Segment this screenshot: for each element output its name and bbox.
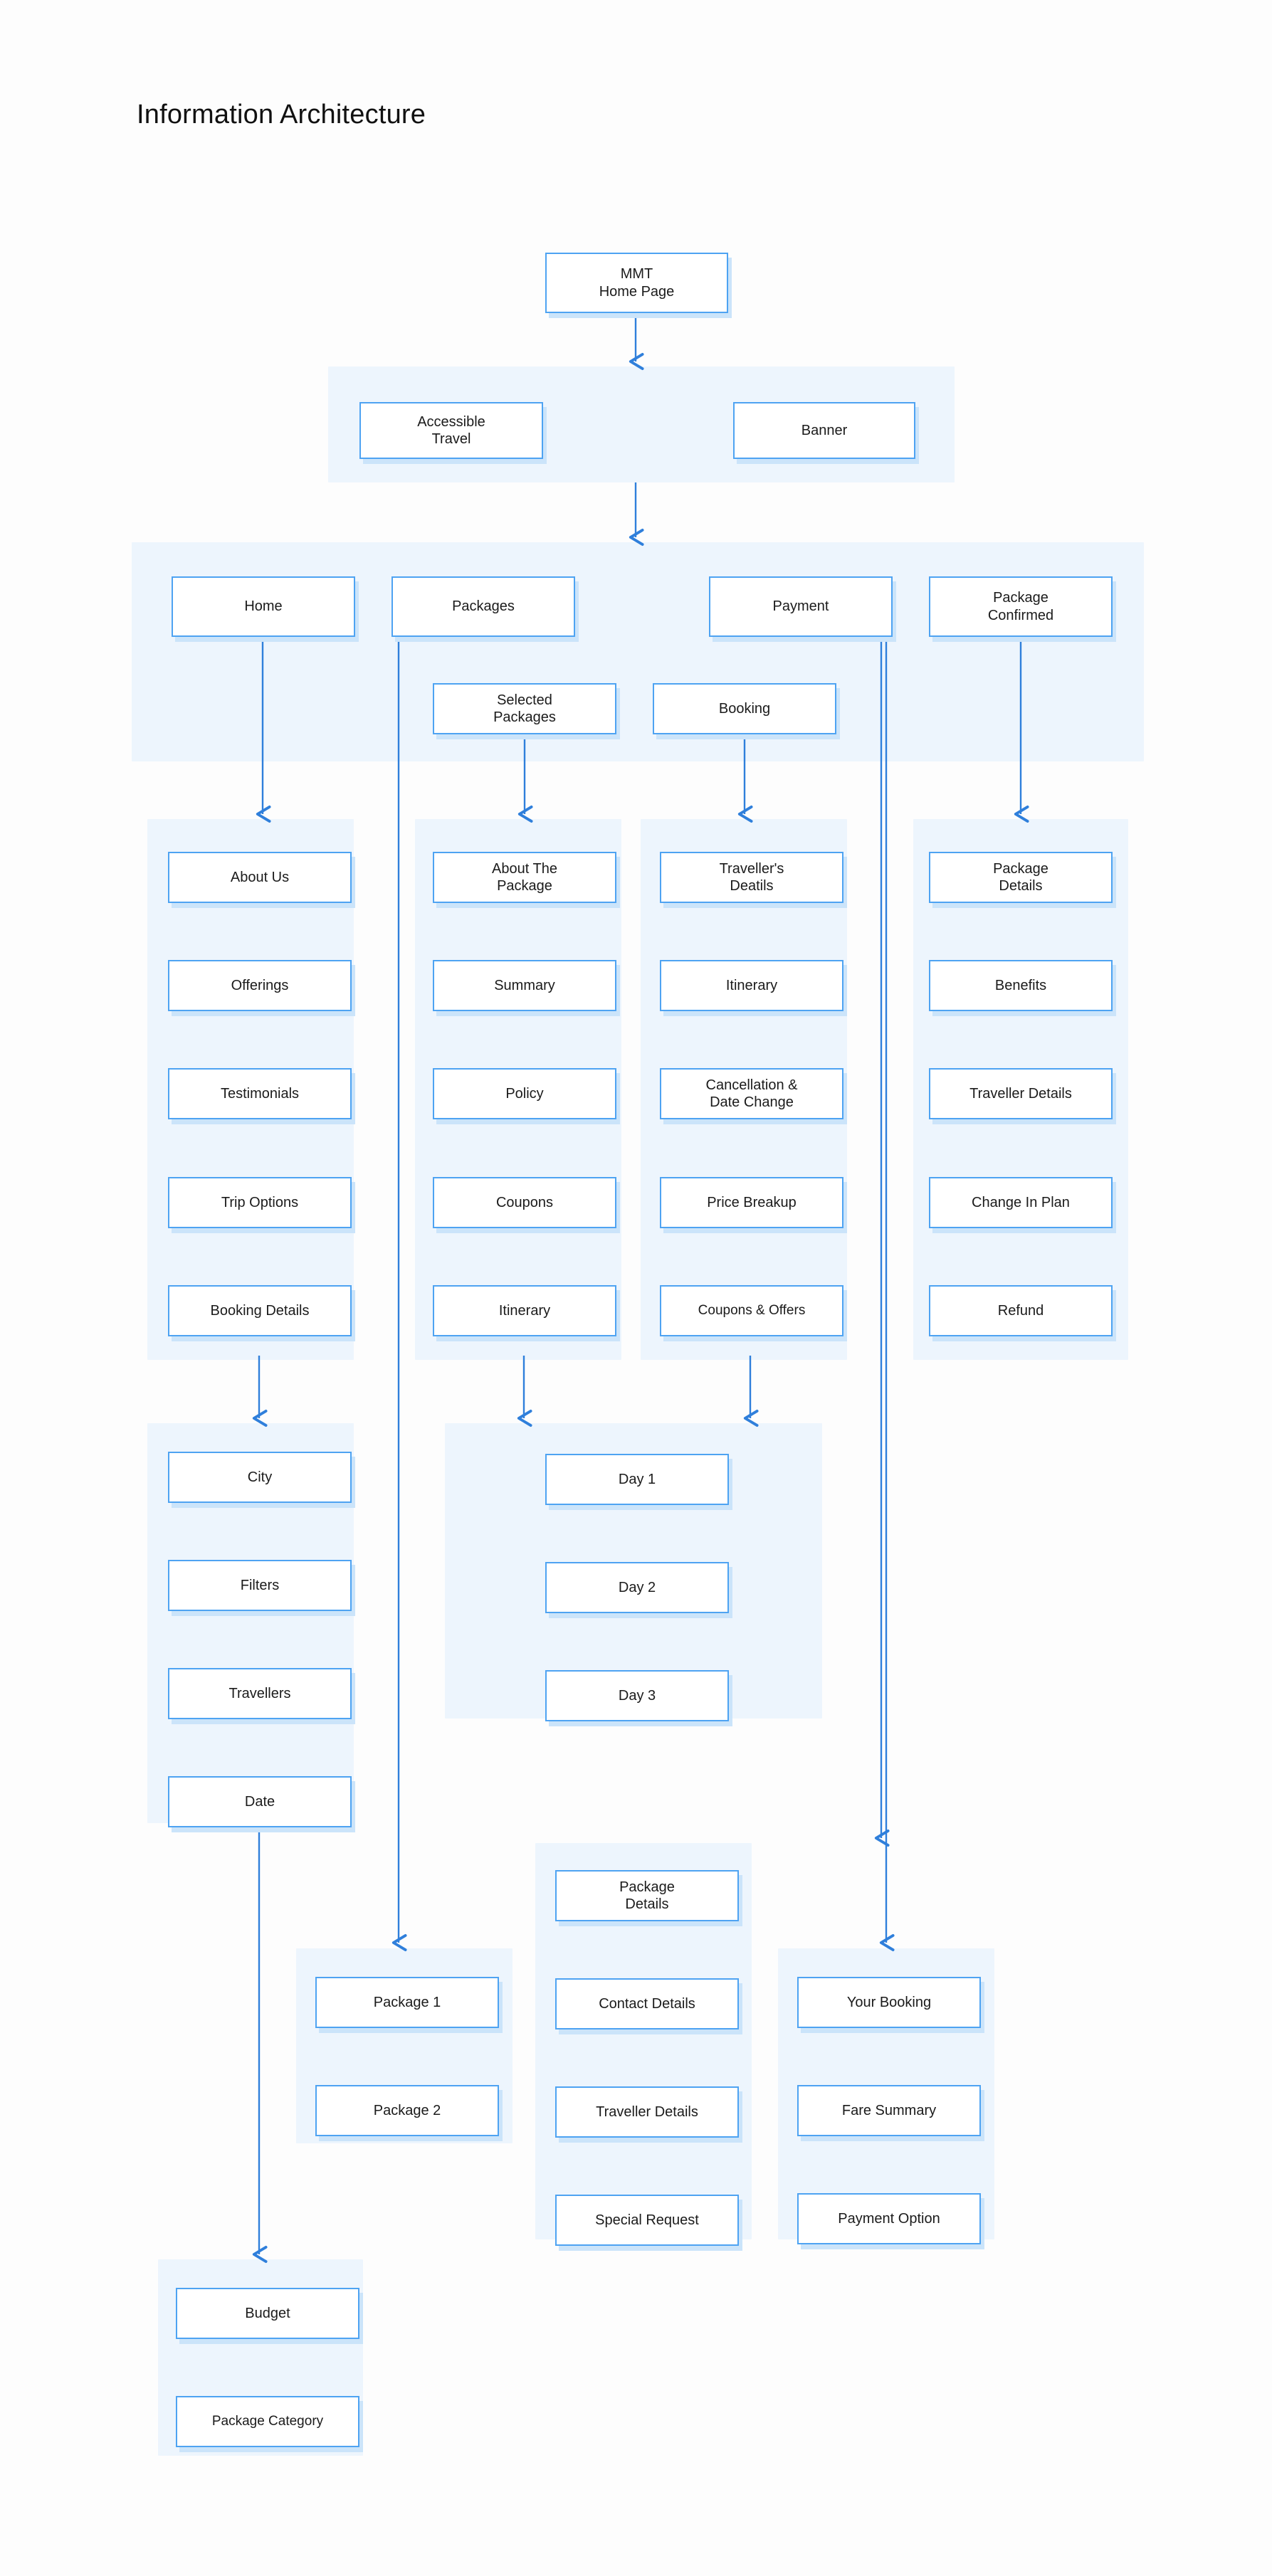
- node-bk-traveller-details-label: Traveller Details: [596, 2103, 698, 2120]
- node-packages[interactable]: Packages: [391, 576, 575, 637]
- node-date[interactable]: Date: [168, 1776, 352, 1827]
- node-conf-traveller-details[interactable]: Traveller Details: [929, 1068, 1113, 1119]
- node-offerings[interactable]: Offerings: [168, 960, 352, 1011]
- node-special-request-label: Special Request: [595, 2212, 699, 2228]
- node-package-1[interactable]: Package 1: [315, 1977, 499, 2028]
- node-bk-traveller-details[interactable]: Traveller Details: [555, 2086, 739, 2138]
- node-contact-details-label: Contact Details: [599, 1995, 695, 2012]
- node-summary-label: Summary: [494, 977, 555, 993]
- node-payment-itinerary-label: Itinerary: [725, 977, 778, 993]
- node-special-request[interactable]: Special Request: [555, 2195, 739, 2246]
- node-travellers[interactable]: Travellers: [168, 1668, 352, 1719]
- node-testimonials-label: Testimonials: [220, 1085, 300, 1102]
- node-city[interactable]: City: [168, 1452, 352, 1503]
- node-filters[interactable]: Filters: [168, 1560, 352, 1611]
- node-city-label: City: [247, 1469, 273, 1485]
- node-bk-package-details-label: Package Details: [619, 1879, 675, 1912]
- node-selected-packages[interactable]: Selected Packages: [433, 683, 616, 734]
- node-your-booking[interactable]: Your Booking: [797, 1977, 981, 2028]
- node-day-2-label: Day 2: [618, 1579, 656, 1595]
- node-selected-packages-label: Selected Packages: [493, 692, 556, 725]
- node-banner[interactable]: Banner: [733, 402, 915, 459]
- node-package-1-label: Package 1: [373, 1994, 441, 2010]
- node-benefits[interactable]: Benefits: [929, 960, 1113, 1011]
- node-refund[interactable]: Refund: [929, 1285, 1113, 1336]
- node-budget[interactable]: Budget: [176, 2288, 359, 2339]
- node-root[interactable]: MMT Home Page: [545, 253, 728, 313]
- node-travellers-details[interactable]: Traveller's Deatils: [660, 852, 843, 903]
- node-conf-package-details[interactable]: Package Details: [929, 852, 1113, 903]
- node-policy-label: Policy: [505, 1085, 544, 1102]
- node-coupons[interactable]: Coupons: [433, 1177, 616, 1228]
- node-price-breakup-label: Price Breakup: [707, 1194, 797, 1210]
- node-benefits-label: Benefits: [994, 977, 1047, 993]
- node-package-itinerary-label: Itinerary: [498, 1302, 551, 1319]
- node-bk-package-details[interactable]: Package Details: [555, 1870, 739, 1921]
- node-payment[interactable]: Payment: [709, 576, 893, 637]
- node-filters-label: Filters: [240, 1577, 280, 1593]
- node-booking-label: Booking: [718, 700, 771, 717]
- node-conf-traveller-details-label: Traveller Details: [969, 1085, 1072, 1102]
- node-contact-details[interactable]: Contact Details: [555, 1978, 739, 2029]
- node-travellers-label: Travellers: [228, 1685, 291, 1701]
- node-package-2-label: Package 2: [373, 2102, 441, 2118]
- node-package-category-label: Package Category: [211, 2414, 324, 2429]
- node-cancellation-date-change-label: Cancellation & Date Change: [705, 1077, 798, 1110]
- node-package-2[interactable]: Package 2: [315, 2085, 499, 2136]
- node-fare-summary-label: Fare Summary: [841, 2102, 937, 2118]
- node-date-label: Date: [244, 1793, 275, 1810]
- node-coupons-label: Coupons: [495, 1194, 554, 1210]
- node-package-itinerary[interactable]: Itinerary: [433, 1285, 616, 1336]
- node-summary[interactable]: Summary: [433, 960, 616, 1011]
- node-home-label: Home: [244, 598, 283, 615]
- node-packages-label: Packages: [452, 598, 515, 615]
- node-accessible-travel-label: Accessible Travel: [417, 413, 485, 447]
- node-change-in-plan[interactable]: Change In Plan: [929, 1177, 1113, 1228]
- node-coupons-offers-label: Coupons & Offers: [698, 1303, 806, 1319]
- node-package-confirmed-label: Package Confirmed: [987, 590, 1054, 623]
- node-policy[interactable]: Policy: [433, 1068, 616, 1119]
- node-change-in-plan-label: Change In Plan: [972, 1194, 1070, 1210]
- node-day-3-label: Day 3: [618, 1687, 656, 1704]
- node-package-category[interactable]: Package Category: [176, 2396, 359, 2447]
- node-root-label: MMT Home Page: [599, 266, 675, 300]
- node-your-booking-label: Your Booking: [846, 1994, 932, 2010]
- node-day-1[interactable]: Day 1: [545, 1454, 729, 1505]
- node-trip-options[interactable]: Trip Options: [168, 1177, 352, 1228]
- node-testimonials[interactable]: Testimonials: [168, 1068, 352, 1119]
- node-price-breakup[interactable]: Price Breakup: [660, 1177, 843, 1228]
- node-trip-options-label: Trip Options: [221, 1194, 299, 1210]
- node-fare-summary[interactable]: Fare Summary: [797, 2085, 981, 2136]
- node-booking-details-label: Booking Details: [210, 1302, 310, 1319]
- node-home[interactable]: Home: [172, 576, 355, 637]
- node-refund-label: Refund: [997, 1302, 1044, 1319]
- node-about-us-label: About Us: [230, 869, 290, 885]
- node-day-2[interactable]: Day 2: [545, 1562, 729, 1613]
- node-package-confirmed[interactable]: Package Confirmed: [929, 576, 1113, 637]
- node-accessible-travel[interactable]: Accessible Travel: [359, 402, 543, 459]
- node-banner-label: Banner: [801, 422, 848, 438]
- group-main-sections: [132, 542, 1144, 761]
- node-travellers-details-label: Traveller's Deatils: [719, 860, 784, 894]
- node-coupons-offers[interactable]: Coupons & Offers: [660, 1285, 843, 1336]
- node-day-1-label: Day 1: [618, 1471, 656, 1487]
- node-about-the-package[interactable]: About The Package: [433, 852, 616, 903]
- node-booking[interactable]: Booking: [653, 683, 836, 734]
- page-title: Information Architecture: [137, 100, 426, 130]
- node-booking-details[interactable]: Booking Details: [168, 1285, 352, 1336]
- node-conf-package-details-label: Package Details: [993, 860, 1048, 894]
- node-payment-option[interactable]: Payment Option: [797, 2193, 981, 2244]
- node-offerings-label: Offerings: [231, 977, 289, 993]
- node-about-the-package-label: About The Package: [492, 860, 557, 894]
- node-about-us[interactable]: About Us: [168, 852, 352, 903]
- node-payment-label: Payment: [772, 598, 829, 615]
- node-budget-label: Budget: [245, 2305, 290, 2321]
- node-day-3[interactable]: Day 3: [545, 1670, 729, 1721]
- node-cancellation-date-change[interactable]: Cancellation & Date Change: [660, 1068, 843, 1119]
- node-payment-option-label: Payment Option: [838, 2210, 940, 2227]
- node-payment-itinerary[interactable]: Itinerary: [660, 960, 843, 1011]
